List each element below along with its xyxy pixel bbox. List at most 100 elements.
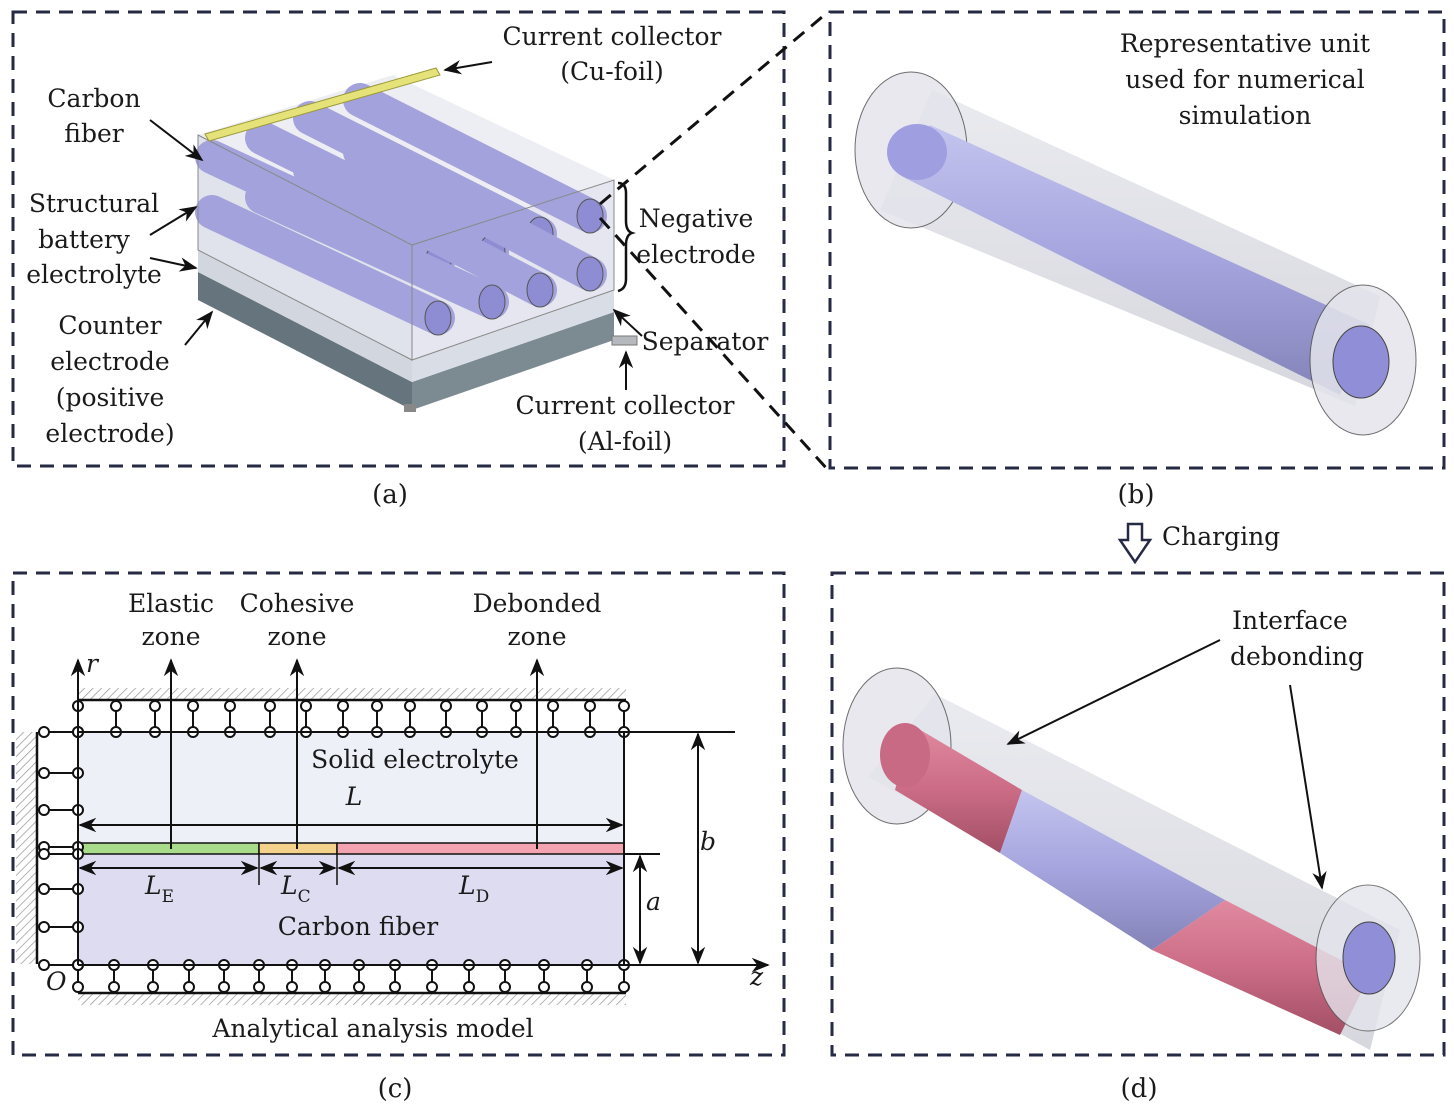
label-LC: LC bbox=[280, 871, 311, 907]
svg-text:battery: battery bbox=[38, 225, 131, 254]
left-fixed-wall bbox=[16, 732, 36, 964]
fiber-end-cap bbox=[1332, 325, 1390, 399]
carbon-fibers bbox=[195, 83, 607, 336]
roller-support bbox=[38, 921, 84, 933]
svg-text:(Al-foil): (Al-foil) bbox=[578, 427, 672, 456]
r-axis-label: r bbox=[86, 649, 100, 678]
panel-c-frame bbox=[11, 571, 786, 1057]
panel-b-frame bbox=[828, 10, 1446, 470]
svg-text:debonding: debonding bbox=[1230, 642, 1364, 671]
caption-d: (d) bbox=[1121, 1074, 1158, 1104]
label-charging: Charging bbox=[1162, 522, 1280, 551]
roller-support bbox=[499, 959, 511, 993]
roller-support bbox=[353, 959, 365, 993]
hollow-down-arrow-icon bbox=[1117, 522, 1153, 565]
carbon-fiber-rod bbox=[195, 195, 455, 336]
fiber-end-cap bbox=[1342, 921, 1396, 995]
al-foil-tab bbox=[611, 335, 638, 346]
label-a: a bbox=[646, 887, 661, 916]
svg-text:electrode: electrode bbox=[50, 347, 169, 376]
separator-layer bbox=[198, 250, 412, 382]
label-LD: LD bbox=[458, 871, 489, 907]
top-fixed-wall bbox=[78, 688, 626, 700]
negative-electrode-brace bbox=[617, 181, 636, 293]
label-representative-unit: Representative unit bbox=[1120, 29, 1370, 58]
battery-3d-model bbox=[195, 67, 638, 412]
svg-text:fiber: fiber bbox=[64, 119, 123, 148]
debonded-zone-bar bbox=[336, 842, 625, 855]
debonded-segment-right bbox=[1152, 900, 1370, 1035]
label-debonded-zone: Debonded bbox=[473, 589, 602, 618]
svg-text:simulation: simulation bbox=[1179, 101, 1312, 130]
charging-transition: Charging bbox=[1117, 522, 1280, 565]
label-elastic-zone: Elastic bbox=[128, 589, 214, 618]
svg-text:(Cu-foil): (Cu-foil) bbox=[560, 57, 663, 86]
model-title: Analytical analysis model bbox=[211, 1014, 533, 1043]
svg-text:electrolyte: electrolyte bbox=[26, 260, 162, 289]
carbon-fiber-rod bbox=[343, 83, 607, 234]
panel-c: r z O Elastic zone Cohesive zone Debonde… bbox=[11, 571, 786, 1104]
carbon-fiber-cylinder bbox=[905, 125, 1370, 395]
debonded-unit-model bbox=[842, 667, 1421, 1050]
label-cohesive-zone: Cohesive bbox=[240, 589, 355, 618]
svg-text:(positive: (positive bbox=[56, 383, 165, 412]
label-solid-electrolyte: Solid electrolyte bbox=[311, 745, 519, 774]
panel-a: Current collector (Cu-foil) Carbon fiber… bbox=[11, 10, 786, 510]
arrow-interface-left bbox=[1006, 639, 1221, 745]
zoom-connector-bottom bbox=[598, 216, 830, 472]
roller-support bbox=[476, 700, 488, 738]
label-negative-electrode: Negative bbox=[639, 204, 754, 233]
carbon-fiber-rod bbox=[343, 135, 607, 292]
label-b: b bbox=[700, 827, 716, 856]
roller-support bbox=[547, 700, 559, 738]
carbon-fiber-rod bbox=[245, 180, 509, 320]
bottom-fixed-wall bbox=[78, 993, 626, 1005]
representative-unit-model bbox=[854, 71, 1417, 436]
panel-a-frame bbox=[11, 10, 786, 468]
panel-d-frame bbox=[830, 571, 1446, 1057]
roller-support bbox=[337, 700, 349, 738]
caption-a: (a) bbox=[372, 480, 408, 510]
label-carbon-fiber: Carbon fiber bbox=[278, 912, 439, 941]
svg-text:zone: zone bbox=[507, 622, 566, 651]
label-interface-debonding: Interface bbox=[1232, 606, 1348, 635]
panel-b: Representative unit used for numerical s… bbox=[828, 10, 1446, 510]
label-separator: Separator bbox=[642, 327, 769, 356]
roller-support bbox=[581, 959, 593, 993]
roller-support bbox=[147, 959, 159, 993]
label-current-collector-cu: Current collector bbox=[503, 22, 722, 51]
panel-d: Interface debonding (d) bbox=[830, 571, 1446, 1104]
roller-support bbox=[38, 726, 84, 738]
arrow-carbon-fiber bbox=[149, 119, 204, 162]
label-counter-electrode: Counter bbox=[58, 311, 161, 340]
roller-support bbox=[38, 767, 84, 779]
svg-text:electrode: electrode bbox=[636, 240, 755, 269]
arrow-electrolyte bbox=[149, 206, 198, 236]
caption-b: (b) bbox=[1118, 480, 1155, 510]
svg-text:zone: zone bbox=[267, 622, 326, 651]
arrow-separator bbox=[612, 308, 643, 337]
caption-c: (c) bbox=[378, 1074, 413, 1104]
arrow-interface-right bbox=[1289, 684, 1327, 890]
label-electrolyte: Structural bbox=[29, 189, 159, 218]
origin-label: O bbox=[46, 967, 67, 996]
svg-text:zone: zone bbox=[141, 622, 200, 651]
arrow-counter-electrode bbox=[184, 310, 214, 346]
arrow-separator-left bbox=[149, 257, 198, 272]
z-axis-label: z bbox=[749, 962, 764, 991]
bonded-segment bbox=[1000, 790, 1225, 950]
svg-text:used for numerical: used for numerical bbox=[1125, 65, 1364, 94]
svg-text:electrode): electrode) bbox=[45, 419, 174, 448]
label-LE: LE bbox=[144, 871, 174, 907]
roller-support bbox=[38, 883, 84, 895]
label-L: L bbox=[345, 782, 363, 811]
roller-support bbox=[510, 700, 522, 738]
zoom-connector-top bbox=[599, 10, 829, 206]
arrow-cu-foil bbox=[443, 60, 493, 75]
counter-electrode-front bbox=[198, 272, 412, 410]
roller-support bbox=[38, 848, 84, 860]
roller-support bbox=[38, 804, 84, 816]
label-current-collector-al: Current collector bbox=[516, 391, 735, 420]
cu-foil-collector bbox=[204, 67, 441, 142]
